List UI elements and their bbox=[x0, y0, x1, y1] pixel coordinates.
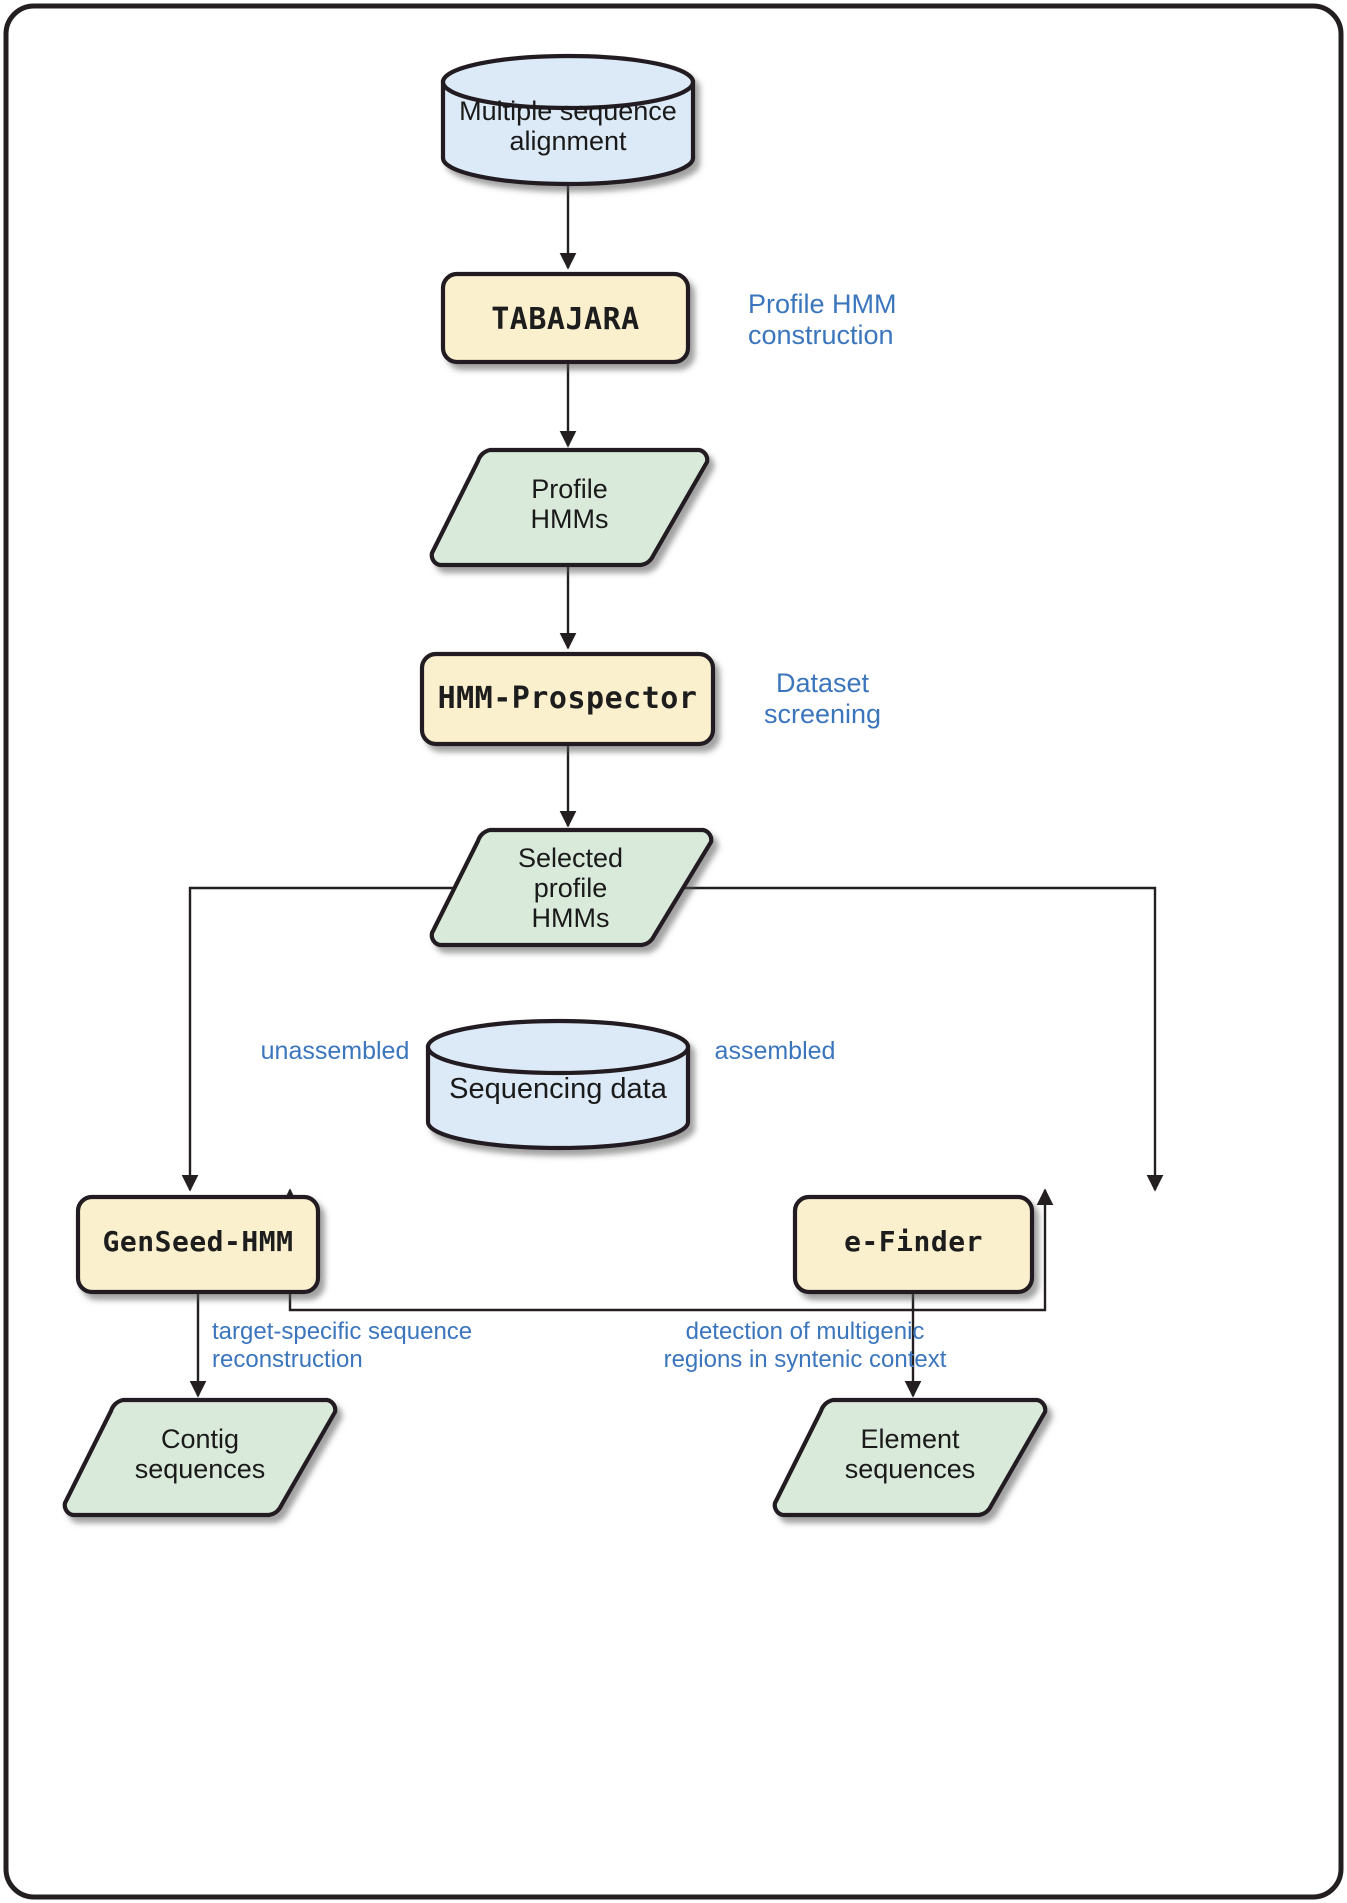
annotation-detection-of-multigenic-regions: detection of multigenic regions in synte… bbox=[663, 1318, 947, 1373]
edge-selected-to-efinder bbox=[568, 886, 1164, 1192]
edge-seqdata-assembled-to-efinder bbox=[558, 1188, 1054, 1312]
node-sequencing-data bbox=[425, 1018, 691, 1151]
node-multiple-sequence-alignment bbox=[440, 53, 696, 187]
node-selected-profile-hmms bbox=[429, 827, 714, 948]
node-hmm-prospector bbox=[419, 651, 716, 747]
annotation-dataset-screening: Dataset screening bbox=[763, 668, 882, 730]
node-contig-sequences bbox=[62, 1397, 338, 1518]
node-e-finder bbox=[792, 1194, 1035, 1295]
node-element-sequences bbox=[772, 1397, 1048, 1518]
node-genseed-hmm bbox=[75, 1194, 321, 1295]
annotation-profile-hmm-construction: Profile HMM construction bbox=[748, 289, 897, 351]
annotation-assembled: assembled bbox=[714, 1037, 836, 1065]
node-profile-hmms bbox=[429, 447, 710, 568]
edge-selected-to-genseed bbox=[181, 886, 568, 1192]
annotation-unassembled: unassembled bbox=[260, 1037, 410, 1065]
node-tabajara bbox=[440, 271, 691, 365]
annotation-target-specific-sequence-reconstruction: target-specific sequence reconstruction bbox=[212, 1318, 473, 1373]
